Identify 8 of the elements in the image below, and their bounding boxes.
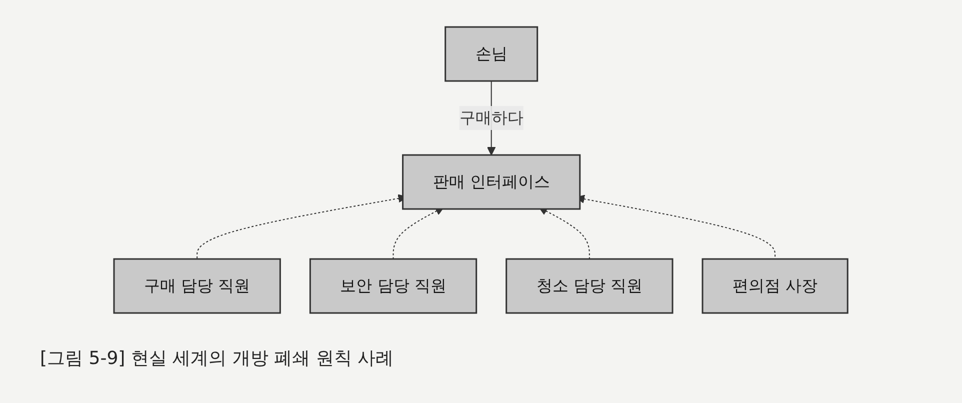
node-box: 편의점 사장 [702,258,849,314]
node-box: 보안 담당 직원 [310,258,478,314]
node-box: 청소 담당 직원 [506,258,674,314]
node-box: 손님 [444,26,538,82]
node-box: 판매 인터페이스 [402,154,581,210]
node-box: 구매 담당 직원 [113,258,282,314]
edge-label: 구매하다 [460,108,524,127]
figure-caption: [그림 5-9] 현실 세계의 개방 폐쇄 원칙 사례 [40,347,394,370]
